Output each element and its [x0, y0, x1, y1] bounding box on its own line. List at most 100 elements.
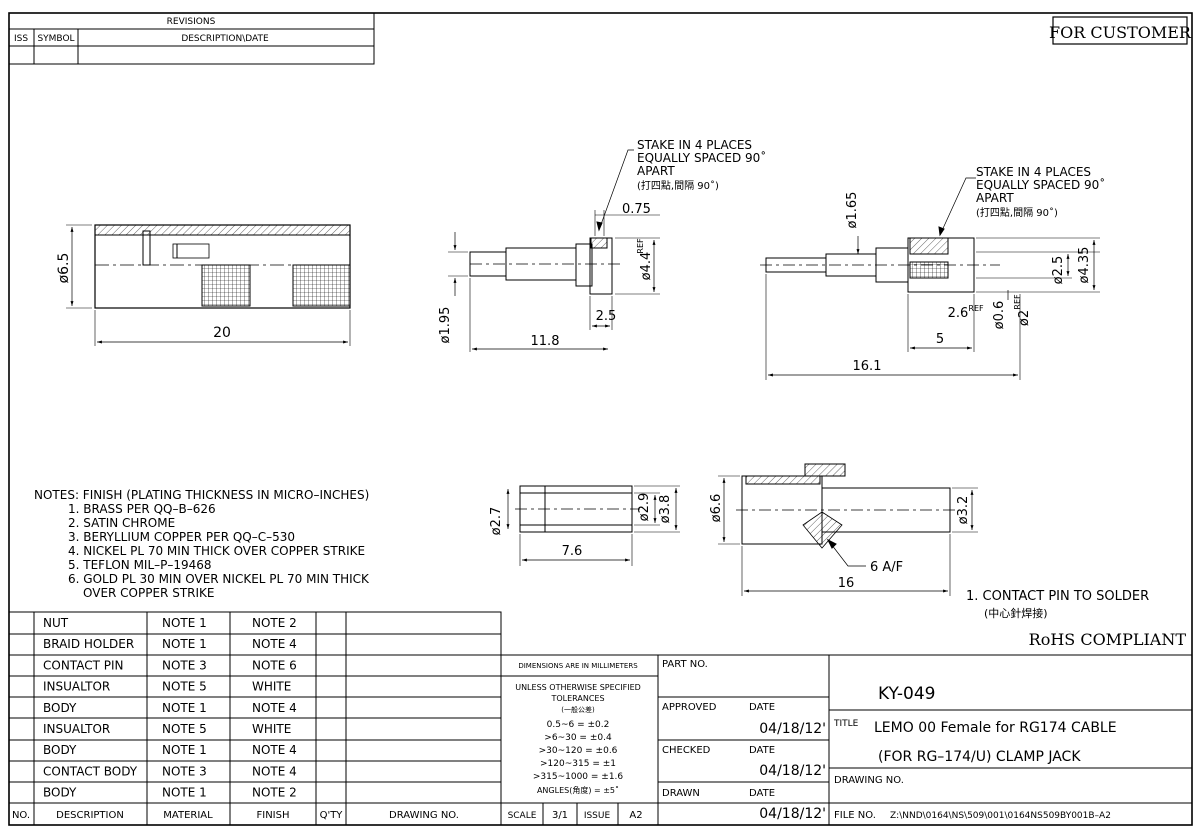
checked-label: CHECKED	[662, 745, 711, 756]
pin-side-dim-075: 0.75	[622, 202, 651, 217]
body-dim-16: 16	[838, 576, 855, 591]
bom-cell-description: BODY	[43, 701, 77, 715]
bom-cell-material: NOTE 1	[162, 786, 207, 800]
approved-date-label: DATE	[749, 702, 775, 713]
body-view	[718, 463, 978, 596]
tolerance-row: >6~30 = ±0.4	[544, 733, 612, 743]
revisions-table: REVISIONS ISS SYMBOL DESCRIPTION\DATE	[8, 12, 375, 65]
bom-col-description: DESCRIPTION	[56, 810, 124, 821]
bom-cell-description: CONTACT BODY	[43, 764, 138, 778]
bom-col-no: NO.	[12, 810, 30, 821]
bom-cell-finish: NOTE 4	[252, 743, 297, 757]
file-no-value: Z:\NND\0164\NS\509\001\0164NS509BY001B–A…	[890, 811, 1111, 821]
customer-label: FOR CUSTOMER	[1049, 23, 1192, 42]
assembled-note-line3: APART	[976, 191, 1014, 205]
assembled-ref-26: REF	[968, 304, 984, 313]
bom-table	[8, 611, 502, 826]
pin-side-note-line1: STAKE IN 4 PLACES	[637, 138, 752, 152]
overall-length-label: 20	[213, 325, 231, 341]
assembled-note-line1: STAKE IN 4 PLACES	[976, 165, 1091, 179]
title-block: DIMENSIONS ARE IN MILLIMETERS UNLESS OTH…	[508, 659, 1117, 822]
bom-cell-finish: NOTE 4	[252, 637, 297, 651]
tolerance-angles: ANGLES(角度) = ±5˚	[537, 785, 619, 795]
contact-note-line1: 1. CONTACT PIN TO SOLDER	[966, 589, 1149, 604]
bom-cell-description: BRAID HOLDER	[43, 637, 134, 651]
pin-side-view	[448, 149, 660, 352]
assembled-view	[760, 177, 1100, 380]
tolerance-header-1: UNLESS OTHERWISE SPECIFIED	[515, 683, 641, 692]
note-item: 1. BRASS PER QQ–B–626	[68, 502, 216, 516]
insulator-dim-38: ø3.8	[658, 495, 673, 524]
insulator-dim-29: ø2.9	[637, 493, 652, 522]
part-no-value: KY-049	[878, 684, 936, 704]
bom-cell-description: CONTACT PIN	[43, 658, 123, 672]
revisions-title: REVISIONS	[167, 17, 216, 27]
bom-cell-material: NOTE 1	[162, 637, 207, 651]
rohs-label: RoHS COMPLIANT	[1029, 630, 1187, 649]
insulator-view	[506, 485, 680, 566]
bom-row: CONTACT BODY NOTE 3 NOTE 4	[43, 764, 297, 778]
insulator-dim-76: 7.6	[562, 544, 583, 559]
pin-side-stake-note: STAKE IN 4 PLACES EQUALLY SPACED 90˚ APA…	[637, 138, 766, 192]
drawn-date: 04/18/12'	[759, 806, 826, 822]
bom-cell-description: INSUALTOR	[43, 722, 110, 736]
note-item: 3. BERYLLIUM COPPER PER QQ–C–530	[68, 530, 295, 544]
overall-diameter-label: ø6.5	[56, 253, 72, 284]
bom-col-qty: Q'TY	[320, 810, 344, 821]
bom-cell-finish: NOTE 6	[252, 658, 297, 672]
bom-cell-finish: NOTE 4	[252, 764, 297, 778]
sheet-border	[8, 12, 1193, 826]
pin-side-note-line2: EQUALLY SPACED 90˚	[637, 150, 766, 165]
assembled-dim-2: ø2	[1017, 310, 1032, 326]
bom-cell-finish: WHITE	[252, 680, 291, 694]
bom-cell-material: NOTE 1	[162, 616, 207, 630]
bom-row: CONTACT PIN NOTE 3 NOTE 6	[43, 658, 297, 672]
checked-date-label: DATE	[749, 745, 775, 756]
assembled-dim-25: ø2.5	[1051, 256, 1066, 285]
customer-box: FOR CUSTOMER	[1049, 16, 1192, 45]
contact-note-line2: (中心針焊接)	[984, 606, 1048, 620]
bom-cell-description: NUT	[43, 616, 69, 630]
bom-cell-material: NOTE 1	[162, 701, 207, 715]
bom-cell-material: NOTE 5	[162, 680, 207, 694]
bom-cell-material: NOTE 3	[162, 658, 207, 672]
scale-value: 3/1	[552, 810, 568, 821]
assembled-stake-note: STAKE IN 4 PLACES EQUALLY SPACED 90˚ APA…	[976, 165, 1105, 219]
pin-side-note-line3: APART	[637, 164, 675, 178]
pin-side-dim-44: ø4.4	[639, 252, 654, 281]
bom-cell-material: NOTE 1	[162, 743, 207, 757]
bom-row: BRAID HOLDER NOTE 1 NOTE 4	[43, 637, 297, 651]
assembled-dim-26: 2.6	[948, 306, 969, 321]
bom-cell-material: NOTE 5	[162, 722, 207, 736]
checked-date: 04/18/12'	[759, 763, 826, 779]
title-line2: (FOR RG–174/U) CLAMP JACK	[878, 749, 1081, 765]
pin-side-dim-25: 2.5	[596, 309, 617, 324]
assembled-note-line4: (打四點,間隔 90˚)	[976, 206, 1058, 219]
assembled-dim-165: ø1.65	[845, 192, 860, 229]
insulator-dim-27: ø2.7	[489, 507, 504, 536]
drawing-no-label: DRAWING NO.	[834, 775, 904, 786]
title-block-frame	[501, 654, 1192, 825]
note-item: OVER COPPER STRIKE	[83, 586, 214, 600]
tolerance-header-2: TOLERANCES	[550, 694, 604, 703]
pin-side-dim-118: 11.8	[531, 334, 560, 349]
title-label: TITLE	[833, 719, 859, 729]
assembled-note-line2: EQUALLY SPACED 90˚	[976, 177, 1105, 192]
bom-cell-finish: NOTE 4	[252, 701, 297, 715]
note-item: 2. SATIN CHROME	[68, 516, 175, 530]
revisions-col-iss: ISS	[14, 34, 28, 44]
bom-row: BODY NOTE 1 NOTE 4	[43, 701, 297, 715]
drawn-label: DRAWN	[662, 788, 700, 799]
tolerance-row: >315~1000 = ±1.6	[533, 772, 624, 782]
assembled-ref-2: REF	[1013, 294, 1022, 310]
pin-side-dim-195: ø1.95	[438, 307, 453, 344]
bom-cell-description: BODY	[43, 786, 77, 800]
bom-cell-material: NOTE 3	[162, 764, 207, 778]
bom-cell-finish: NOTE 2	[252, 786, 297, 800]
approved-label: APPROVED	[662, 702, 717, 713]
